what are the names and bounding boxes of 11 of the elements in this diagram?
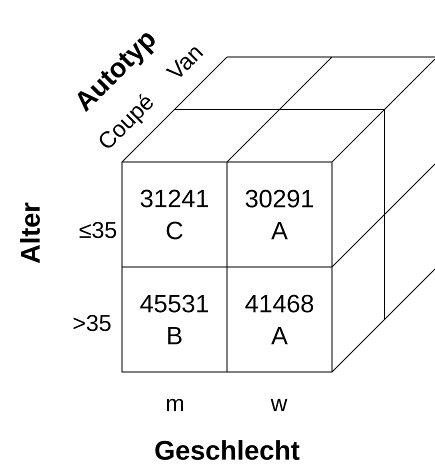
category-label: >35 [74, 314, 111, 332]
table-cell: 41468 A [226, 266, 332, 372]
category-label: m [166, 398, 184, 412]
table-cell: 45531 B [122, 266, 228, 372]
table-cell: 30291 A [226, 162, 332, 268]
axis-title: Geschlecht [155, 440, 300, 460]
category-label: w [270, 398, 288, 412]
category-label: Van [166, 47, 204, 77]
axis-title: Alter [20, 202, 40, 264]
category-label: ≤35 [80, 222, 116, 238]
table-cell: 31241 C [122, 162, 228, 268]
